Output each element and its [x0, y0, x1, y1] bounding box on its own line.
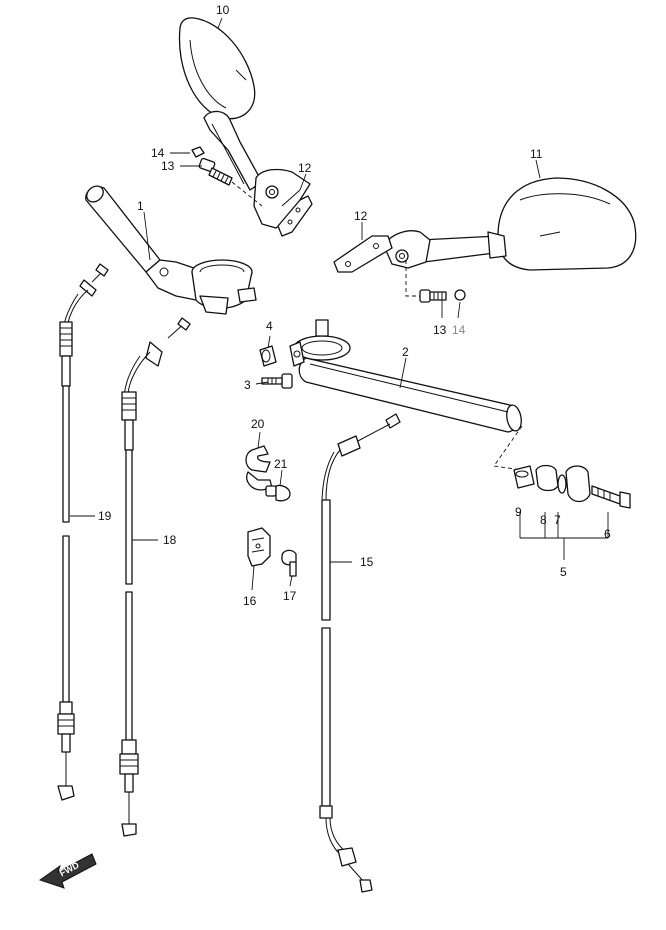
mirror-screw-upper	[198, 157, 233, 186]
callout-17: 17	[283, 589, 297, 603]
cable-guide-20	[245, 445, 273, 491]
callout-16: 16	[243, 594, 257, 608]
callout-13-upper: 13	[161, 159, 175, 173]
callout-14-right: 14	[452, 323, 466, 337]
callout-4: 4	[266, 319, 273, 333]
mirror-screw-right	[419, 289, 447, 303]
bar-end-screw-6	[591, 485, 631, 509]
callouts: 10 14 13 12 11 12 1 2 4 3 13 14 19 18 15…	[98, 3, 611, 608]
mirror-bracket-right	[333, 235, 393, 273]
bar-end-spacer-8	[535, 464, 559, 492]
callout-6: 6	[604, 527, 611, 541]
callout-8: 8	[540, 513, 547, 527]
callout-20: 20	[251, 417, 265, 431]
throttle-cable-19	[57, 263, 109, 801]
mirror-cap-right	[454, 289, 466, 301]
callout-13-right: 13	[433, 323, 447, 337]
callout-12-right: 12	[354, 209, 368, 223]
mirror-cap-upper	[191, 146, 205, 158]
bar-end-spacer-4	[259, 345, 277, 367]
callout-15: 15	[360, 555, 374, 569]
callout-14-upper: 14	[151, 146, 165, 160]
leader-lines	[70, 17, 609, 591]
right-handlebar	[289, 319, 522, 433]
bar-end-washer-7	[557, 474, 567, 494]
clutch-cable-15	[319, 413, 401, 893]
guide-screw-21	[265, 484, 291, 502]
left-handlebar	[85, 185, 257, 315]
callout-7: 7	[554, 513, 561, 527]
callout-3: 3	[244, 378, 251, 392]
bar-end-weight-5	[565, 465, 591, 503]
clamp-bolt-3	[261, 373, 293, 389]
callout-11: 11	[530, 147, 543, 161]
callout-12-upper: 12	[298, 161, 312, 175]
callout-19: 19	[98, 509, 112, 523]
callout-18: 18	[163, 533, 177, 547]
left-mirror	[178, 17, 311, 229]
right-mirror	[383, 177, 637, 271]
callout-2: 2	[402, 345, 409, 359]
callout-9: 9	[515, 505, 522, 519]
bar-end-collar-9	[513, 465, 535, 489]
clamp-screw-17	[281, 549, 297, 577]
mirror-bracket-upper	[277, 195, 313, 237]
callout-1: 1	[137, 199, 144, 213]
forward-arrow-icon: FWD	[38, 853, 97, 889]
callout-10: 10	[216, 3, 230, 17]
callout-5: 5	[560, 565, 567, 579]
cable-clamp-16	[247, 527, 271, 567]
throttle-cable-18	[119, 317, 191, 837]
callout-21: 21	[274, 457, 288, 471]
